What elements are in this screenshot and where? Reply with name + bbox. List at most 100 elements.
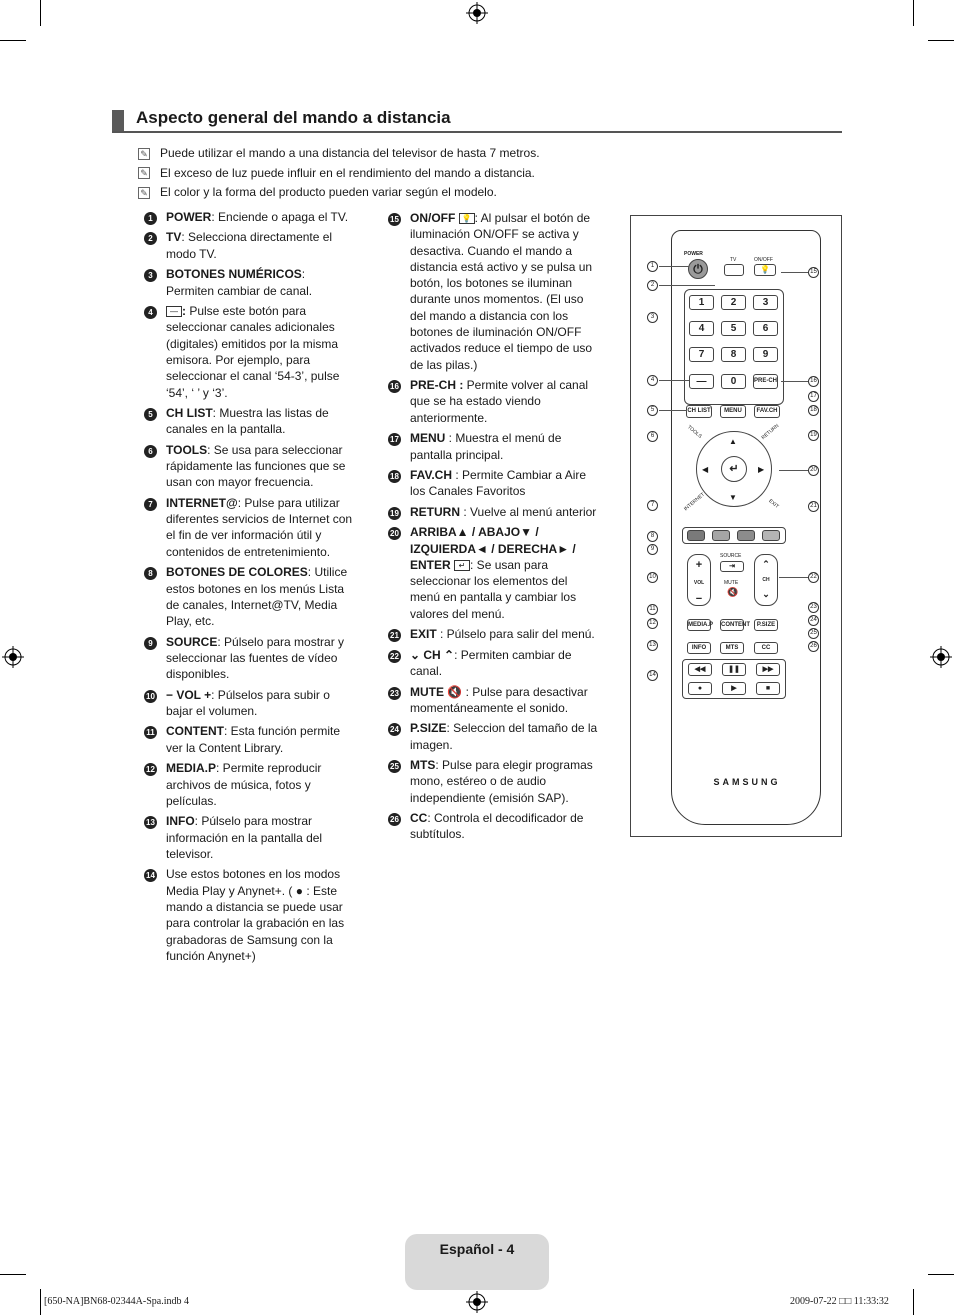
- callout-number: 11: [647, 604, 658, 615]
- registration-mark-icon: [2, 646, 24, 668]
- enter-icon: ↵: [721, 456, 747, 482]
- internet-label: INTERNET: [682, 491, 707, 513]
- page-tab: [405, 1234, 549, 1290]
- right-arrow-icon: ▶: [758, 465, 765, 474]
- callout-number: 23: [808, 602, 819, 613]
- leader-line: [659, 410, 687, 411]
- crop-mark: [913, 0, 914, 26]
- info-button: INFO: [687, 642, 711, 654]
- remote-figure: ⏻ POWER TV 💡 ON/OFF 1 2 3 4 5 6 7 8 9 — …: [630, 215, 842, 837]
- callout-number: 4: [647, 375, 658, 386]
- chlist-button: CH LIST: [686, 405, 712, 418]
- leader-line: [779, 470, 808, 471]
- mts-button: MTS: [720, 642, 744, 654]
- note-icon: ✎: [138, 167, 150, 180]
- digit-button: 8: [721, 347, 746, 362]
- digit-button: 2: [721, 295, 746, 310]
- cc-button: CC: [754, 642, 778, 654]
- favch-button: FAV.CH: [754, 405, 780, 418]
- digit-button: 0: [721, 374, 746, 389]
- callout-number: 2: [647, 280, 658, 291]
- callout-number: 21: [808, 501, 819, 512]
- up-arrow-icon: ▲: [729, 437, 737, 446]
- callout-number: 9: [647, 544, 658, 555]
- registration-mark-icon: [930, 646, 952, 668]
- section-marker: [112, 110, 124, 132]
- play-icon: ▶: [722, 682, 746, 695]
- down-arrow-icon: ▼: [729, 493, 737, 502]
- pause-icon: ❚❚: [722, 663, 746, 676]
- mute-label: MUTE: [724, 580, 739, 586]
- stop-icon: ■: [756, 682, 780, 695]
- dash-button-icon: —: [166, 306, 182, 318]
- registration-mark-icon: [466, 2, 488, 24]
- file-slug: [650-NA]BN68-02344A-Spa.indb 4: [44, 1296, 189, 1307]
- digit-button: 7: [689, 347, 714, 362]
- callout-number: 8: [647, 531, 658, 542]
- mediap-button: MEDIA.P: [687, 619, 713, 631]
- content-button: CONTENT: [720, 619, 750, 631]
- registration-mark-icon: [466, 1291, 488, 1313]
- timestamp-slug: 2009-07-22 □□ 11:33:32: [790, 1296, 889, 1307]
- mute-icon: 🔇: [727, 587, 739, 597]
- power-label: POWER: [684, 251, 703, 257]
- callout-number: 7: [647, 500, 658, 511]
- note-item: ✎El color y la forma del producto pueden…: [138, 183, 540, 203]
- exit-label: EXIT: [767, 498, 780, 510]
- color-button: [762, 530, 780, 541]
- callout-number: 12: [647, 618, 658, 629]
- tv-button: [724, 264, 744, 276]
- fast-forward-icon: ▶▶: [756, 663, 780, 676]
- media-controls-group: [682, 659, 786, 699]
- left-arrow-icon: ◀: [702, 465, 709, 474]
- list-item: 10− VOL +: Púlselos para subir o bajar e…: [144, 687, 354, 720]
- list-item: 22⌄ CH ⌃: Permiten cambiar de canal.: [388, 647, 598, 680]
- leader-line: [779, 577, 808, 578]
- number-pad: [684, 289, 784, 405]
- crop-mark: [913, 1289, 914, 1315]
- leader-line: [659, 266, 689, 267]
- menu-button: MENU: [720, 405, 746, 418]
- callout-number: 6: [647, 431, 658, 442]
- callout-number: 15: [808, 267, 819, 278]
- tv-label: TV: [730, 257, 737, 263]
- onoff-label: ON/OFF: [754, 257, 773, 263]
- dash-button: —: [689, 374, 714, 389]
- digit-button: 6: [753, 321, 778, 336]
- navigation-ring: [696, 431, 772, 507]
- digit-button: 1: [689, 295, 714, 310]
- title-rule: [112, 131, 842, 133]
- callout-number: 1: [647, 261, 658, 272]
- leader-line: [781, 381, 808, 382]
- power-icon: ⏻: [688, 259, 708, 279]
- list-item: 4—: Pulse este botón para seleccionar ca…: [144, 303, 354, 401]
- digit-button: 3: [753, 295, 778, 310]
- color-button: [712, 530, 730, 541]
- tools-label: TOOLS: [686, 424, 703, 440]
- leader-line: [659, 285, 715, 286]
- callout-number: 10: [647, 572, 658, 583]
- mute-icon: 🔇: [447, 684, 463, 699]
- channel-rocker: ⌃CH⌄: [754, 554, 778, 606]
- callout-number: 3: [647, 312, 658, 323]
- brand-logo: SAMSUNG: [713, 777, 781, 787]
- notes-list: ✎Puede utilizar el mando a una distancia…: [138, 144, 540, 203]
